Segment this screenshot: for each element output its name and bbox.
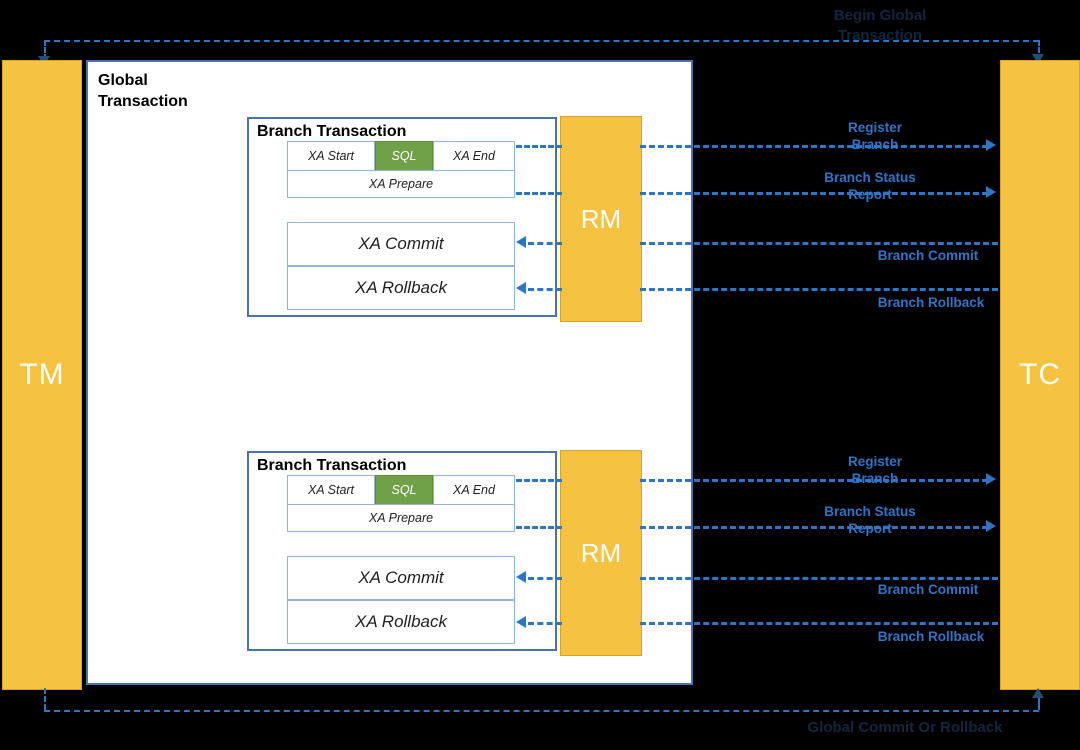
tc-label: TC <box>1019 358 1061 391</box>
register-branch-label-1: Register Branch <box>847 120 903 152</box>
branch-transaction-block-2: Branch Transaction XA Start SQL XA End X… <box>247 451 557 651</box>
branch-commit-line-left-2 <box>528 577 562 580</box>
branch-transaction-block-1: Branch Transaction XA Start SQL XA End X… <box>247 117 557 317</box>
global-commit-arrow-right <box>1032 688 1044 698</box>
branch-rollback-label-2: Branch Rollback <box>877 629 985 644</box>
xa-step-row-2: XA Start SQL XA End <box>287 475 515 505</box>
global-commit-up-stub-right <box>1038 698 1040 710</box>
xa-start-cell-2[interactable]: XA Start <box>287 475 375 505</box>
xa-prepare-cell-1[interactable]: XA Prepare <box>287 170 515 198</box>
rm-label-2: RM <box>580 537 622 568</box>
branch-transaction-title-2: Branch Transaction <box>257 457 407 474</box>
begin-global-transaction-arrow-right <box>1032 54 1044 64</box>
xa-commit-cell-1[interactable]: XA Commit <box>287 222 515 266</box>
register-branch-arrow-2 <box>986 473 996 485</box>
register-branch-label-2: Register Branch <box>847 454 903 486</box>
rm-label-1: RM <box>580 203 622 234</box>
branch-status-report-label-1: Branch Status Report <box>824 170 916 202</box>
branch-rollback-line-right-1 <box>640 288 998 291</box>
xa-rollback-cell-1[interactable]: XA Rollback <box>287 266 515 310</box>
branch-rollback-line-left-1 <box>528 288 562 291</box>
branch-commit-line-left-1 <box>528 242 562 245</box>
register-branch-line-left-2 <box>516 479 562 482</box>
branch-status-report-arrow-1 <box>986 186 996 198</box>
tm-column[interactable]: TM <box>2 60 82 690</box>
branch-rollback-label-1: Branch Rollback <box>877 295 985 310</box>
register-branch-line-right-2 <box>640 479 988 482</box>
branch-rollback-line-right-2 <box>640 622 998 625</box>
branch-status-report-line-right-2 <box>640 526 988 529</box>
sql-cell-2[interactable]: SQL <box>375 475 433 505</box>
branch-rollback-line-left-2 <box>528 622 562 625</box>
global-commit-up-stub-left <box>44 688 46 710</box>
branch-status-report-line-left-2 <box>516 526 562 529</box>
begin-global-transaction-line <box>44 40 1039 42</box>
branch-status-report-line-right-1 <box>640 192 988 195</box>
tm-label: TM <box>19 358 65 391</box>
branch-rollback-arrow-1 <box>516 282 526 294</box>
register-branch-line-left-1 <box>516 145 562 148</box>
global-commit-or-rollback-label: Global Commit Or Rollback <box>807 719 1003 736</box>
branch-commit-line-right-2 <box>640 577 998 580</box>
branch-commit-line-right-1 <box>640 242 998 245</box>
xa-prepare-cell-2[interactable]: XA Prepare <box>287 504 515 532</box>
xa-start-cell-1[interactable]: XA Start <box>287 141 375 171</box>
sql-cell-1[interactable]: SQL <box>375 141 433 171</box>
xa-rollback-cell-2[interactable]: XA Rollback <box>287 600 515 644</box>
xa-commit-cell-2[interactable]: XA Commit <box>287 556 515 600</box>
branch-rollback-arrow-2 <box>516 616 526 628</box>
rm-box-1[interactable]: RM <box>560 116 642 322</box>
branch-commit-arrow-2 <box>516 571 526 583</box>
rm-box-2[interactable]: RM <box>560 450 642 656</box>
xa-end-cell-1[interactable]: XA End <box>433 141 515 171</box>
branch-status-report-label-2: Branch Status Report <box>824 504 916 536</box>
register-branch-arrow-1 <box>986 139 996 151</box>
branch-status-report-arrow-2 <box>986 520 996 532</box>
xa-end-cell-2[interactable]: XA End <box>433 475 515 505</box>
begin-global-transaction-down-stub-left <box>44 40 46 60</box>
branch-commit-label-2: Branch Commit <box>877 582 979 597</box>
branch-status-report-line-left-1 <box>516 192 562 195</box>
global-commit-or-rollback-line <box>44 710 1039 712</box>
begin-global-transaction-down-stub-right <box>1038 40 1040 60</box>
begin-global-transaction-label: Begin Global Transaction <box>833 7 927 44</box>
tc-column[interactable]: TC <box>1000 60 1080 690</box>
branch-transaction-title-1: Branch Transaction <box>257 123 407 140</box>
branch-commit-arrow-1 <box>516 236 526 248</box>
global-transaction-title: Global Transaction <box>98 72 188 110</box>
branch-commit-label-1: Branch Commit <box>877 248 979 263</box>
xa-step-row-1: XA Start SQL XA End <box>287 141 515 171</box>
register-branch-line-right-1 <box>640 145 988 148</box>
